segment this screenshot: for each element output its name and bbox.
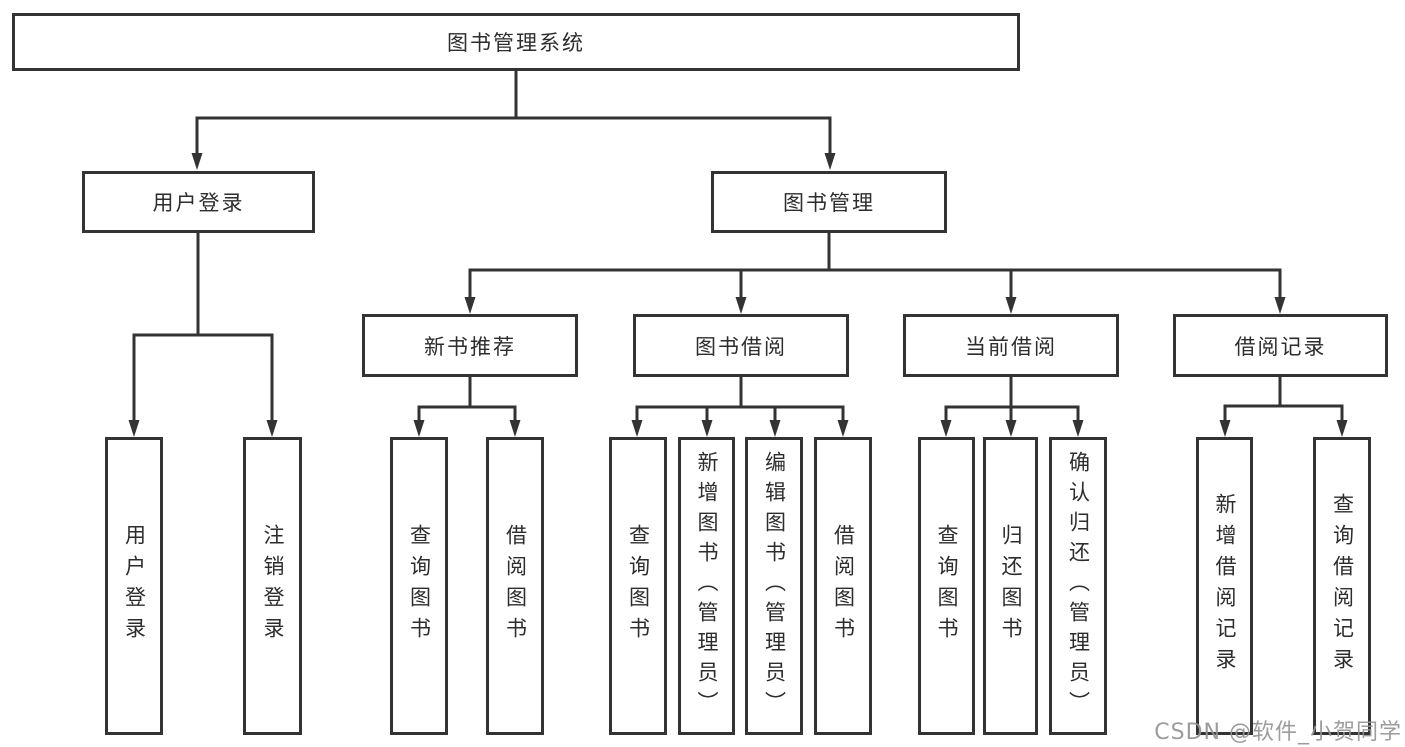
node-user-login: 用户登录	[82, 171, 315, 233]
arrowhead	[940, 420, 952, 437]
leaf-label: 查询图书	[935, 524, 959, 648]
connector-userlogin-to-leaves	[132, 233, 274, 422]
connector-newbook-to-leaves	[417, 377, 517, 422]
arrowhead	[413, 420, 425, 437]
arrowhead	[1072, 420, 1084, 437]
leaf-label: 新增借阅记录	[1213, 493, 1237, 679]
leaf-borrow-books-borrowing: 借阅图书	[814, 437, 872, 735]
arrowhead	[191, 153, 203, 170]
leaf-label: 查询图书	[407, 524, 432, 648]
arrowhead	[1219, 420, 1231, 437]
arrowhead	[1274, 297, 1286, 314]
leaf-query-borrow-record: 查询借阅记录	[1313, 437, 1371, 735]
leaf-label: 用户登录	[122, 524, 147, 648]
node-book-management: 图书管理	[711, 171, 947, 233]
arrowhead	[1005, 420, 1017, 437]
leaf-label: 新增图书（管理员）	[695, 451, 719, 721]
leaf-label: 确认归还（管理员）	[1066, 451, 1091, 721]
arrowhead	[701, 420, 713, 437]
arrowhead	[824, 153, 836, 170]
leaf-label: 查询图书	[626, 524, 651, 648]
node-borrow-records: 借阅记录	[1173, 314, 1388, 377]
arrowhead	[509, 420, 521, 437]
leaf-user-login: 用户登录	[105, 437, 163, 735]
connector-root-to-level2	[195, 71, 832, 155]
arrowhead	[1336, 420, 1348, 437]
leaf-label: 归还图书	[999, 524, 1023, 648]
leaf-logout: 注销登录	[243, 437, 302, 735]
leaf-add-borrow-record: 新增借阅记录	[1196, 437, 1253, 735]
csdn-watermark: CSDN @软件_小贺同学	[1154, 720, 1402, 745]
leaf-label: 注销登录	[261, 524, 285, 648]
leaf-label: 查询借阅记录	[1330, 493, 1355, 679]
node-new-book-recommend: 新书推荐	[362, 314, 578, 377]
arrowhead	[1005, 297, 1017, 314]
arrowhead	[837, 420, 849, 437]
connector-bookmgmt-to-level3	[468, 233, 1282, 299]
connector-borrow-to-leaves	[635, 377, 845, 422]
leaf-query-books-recommend: 查询图书	[390, 437, 448, 735]
leaf-label: 借阅图书	[831, 524, 856, 648]
connector-records-to-leaves	[1223, 377, 1344, 422]
node-current-borrowing: 当前借阅	[903, 314, 1119, 377]
leaf-label: 编辑图书（管理员）	[762, 451, 787, 721]
arrowhead	[769, 420, 781, 437]
node-root-system: 图书管理系统	[12, 13, 1020, 71]
arrowhead	[128, 420, 140, 437]
leaf-label: 借阅图书	[503, 524, 528, 648]
arrowhead	[735, 297, 747, 314]
arrowhead	[464, 297, 476, 314]
leaf-add-book-admin: 新增图书（管理员）	[678, 437, 735, 735]
connector-current-to-leaves	[944, 377, 1080, 422]
leaf-borrow-books-recommend: 借阅图书	[486, 437, 544, 735]
leaf-edit-book-admin: 编辑图书（管理员）	[745, 437, 803, 735]
leaf-query-books-current: 查询图书	[918, 437, 975, 735]
node-book-borrowing: 图书借阅	[633, 314, 849, 377]
leaf-query-books-borrowing: 查询图书	[609, 437, 667, 735]
leaf-return-book: 归还图书	[983, 437, 1038, 735]
arrowhead	[631, 420, 643, 437]
leaf-confirm-return-admin: 确认归还（管理员）	[1049, 437, 1107, 735]
arrowhead	[266, 420, 278, 437]
